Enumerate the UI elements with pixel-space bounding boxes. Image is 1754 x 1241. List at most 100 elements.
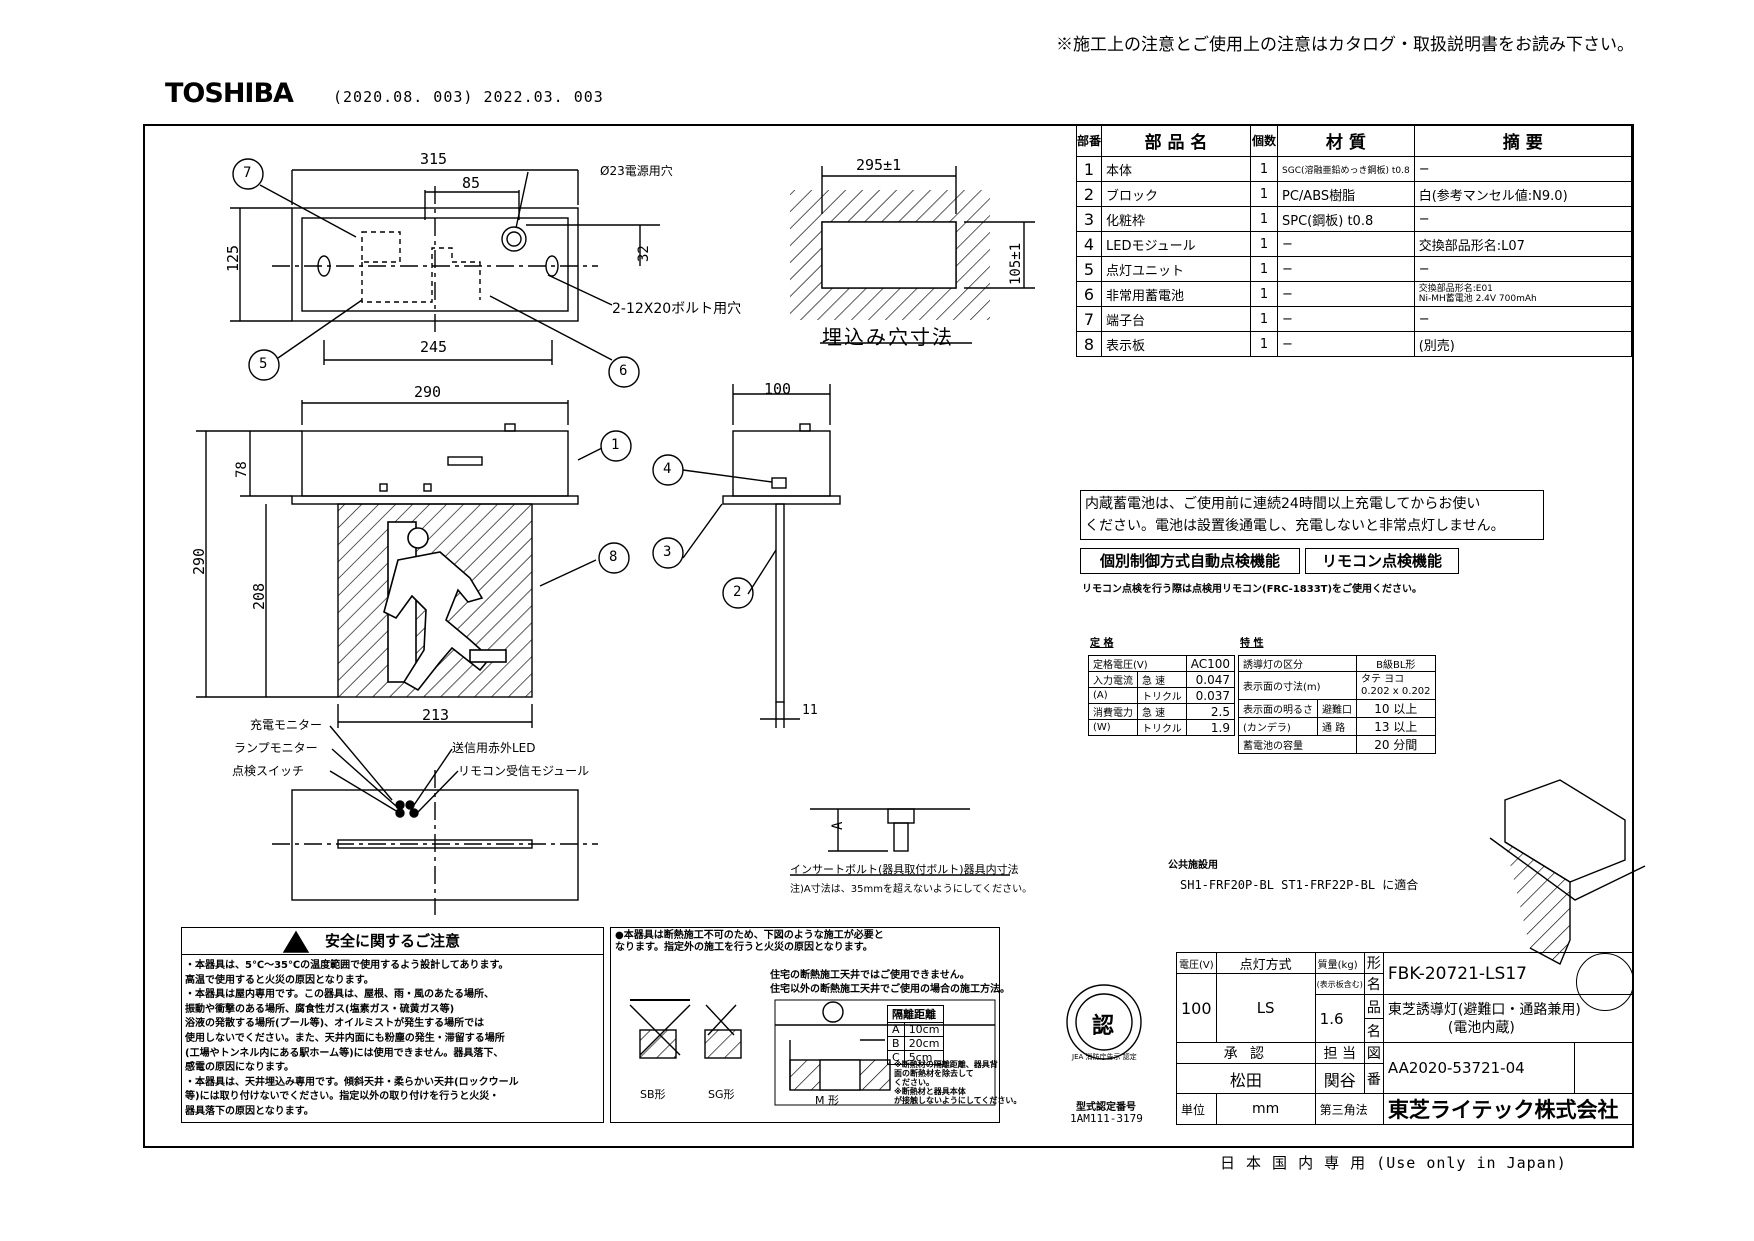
badge-auto-check: 個別制御方式自動点検機能 <box>1080 548 1300 574</box>
label-lamp-monitor: ランプモニター <box>234 741 318 755</box>
tb-mass-header: 質量(kg) <box>1314 952 1365 974</box>
label-charge-monitor: 充電モニター <box>250 718 323 732</box>
insulation-sb: SB形 <box>640 1088 666 1101</box>
callout-4: 4 <box>663 461 672 477</box>
insulation-sg: SG形 <box>708 1088 735 1101</box>
dim-cutout-height: 105±1 <box>1008 242 1024 285</box>
table-row: 定格電圧(V)AC100 <box>1088 655 1235 672</box>
tb-product: 東芝誘導灯(避難口・通路兼用) (電池内蔵) <box>1382 994 1635 1043</box>
tb-name-key: 名 <box>1363 973 1384 995</box>
dim-top-height: 125 <box>224 244 242 272</box>
rating-title: 定 格 <box>1090 638 1114 649</box>
tb-charger: 関谷 <box>1314 1063 1365 1094</box>
badge-remote-check: リモコン点検機能 <box>1305 548 1459 574</box>
dim-side-width: 100 <box>764 380 792 398</box>
cert-ring: JEA 消防庁告示 認定 <box>1072 1053 1137 1061</box>
parts-header-material: 材 質 <box>1277 124 1415 157</box>
tb-charge-label: 担 当 <box>1314 1042 1365 1064</box>
characteristics-title: 特 性 <box>1240 638 1264 649</box>
tb-company: 東芝ライテック株式会社 <box>1382 1093 1635 1125</box>
label-check-switch: 点検スイッチ <box>232 764 305 778</box>
revision-dates: (2020.08. 003) 2022.03. 003 <box>333 88 604 106</box>
dim-depth: 78 <box>234 461 250 478</box>
tb-corner-circle <box>1576 953 1634 1011</box>
tb-drawing-key: 図 <box>1363 1042 1384 1064</box>
callout-1: 1 <box>611 437 620 453</box>
insulation-box: ●本器具は断熱施工不可のため、下図のような施工が必要と なります。指定外の施工を… <box>610 927 1000 1123</box>
tb-unit: mm <box>1215 1093 1316 1125</box>
tb-projection: 第三角法 <box>1314 1093 1384 1125</box>
dim-cutout-width: 295±1 <box>856 156 902 174</box>
parts-header-name: 部 品 名 <box>1101 124 1252 157</box>
public-spec-label: 公共施設用 <box>1168 860 1218 871</box>
label-insert-bolt: インサートボルト(器具取付ボルト)器具内寸法 <box>790 863 1019 876</box>
dim-top-width: 315 <box>420 150 448 168</box>
drawing-frame <box>143 124 1634 1148</box>
insulation-house1: 住宅の断熱施工天井ではご使用できません。 <box>770 970 970 981</box>
callout-3: 3 <box>663 544 672 560</box>
callout-7: 7 <box>243 165 252 181</box>
cert-type-no: 1AM111-3179 <box>1070 1112 1143 1125</box>
parts-header-no: 部番 <box>1075 124 1103 157</box>
callout-5: 5 <box>259 356 268 372</box>
tb-product-key: 品 <box>1363 994 1384 1019</box>
tb-voltage: 100 <box>1176 973 1217 1043</box>
tb-no-key: 番 <box>1363 1063 1384 1094</box>
parts-header-qty: 個数 <box>1250 124 1279 157</box>
callout-8: 8 <box>609 549 618 565</box>
dim-offset-32: 32 <box>636 245 652 262</box>
remote-note: リモコン点検を行う際は点検用リモコン(FRC-1833T)をご使用ください。 <box>1082 584 1423 595</box>
tb-approver: 松田 <box>1176 1063 1316 1094</box>
label-remote-receiver: リモコン受信モジュール <box>458 764 590 778</box>
insulation-m: M 形 <box>815 1094 839 1107</box>
tb-name2-key: 名 <box>1363 1018 1384 1043</box>
cert-mark: 認 <box>1092 1014 1115 1039</box>
tb-method: LS <box>1215 973 1316 1043</box>
japan-only-note: 日 本 国 内 専 用 (Use only in Japan) <box>1220 1154 1567 1172</box>
dim-bottom-span: 245 <box>420 338 448 356</box>
cutout-label: 埋込み穴寸法 <box>822 325 954 349</box>
tb-unit-label: 単位 <box>1176 1093 1217 1125</box>
tb-approve-label: 承 認 <box>1176 1042 1316 1064</box>
note-a-dimension: 注)A寸法は、35mmを超えないようにしてください。 <box>790 884 1033 895</box>
dim-overall-height: 290 <box>190 547 208 575</box>
dim-top-inner: 85 <box>462 174 481 192</box>
tb-drawing-no: AA2020-53721-04 <box>1382 1042 1576 1094</box>
dim-panel-height: 208 <box>250 582 268 610</box>
dim-front-width: 290 <box>414 383 442 401</box>
dim-side-thickness: 11 <box>802 703 818 718</box>
insulation-notes: ※断熱材の隔離距離、器具背 面の断熱材を除去して ください。 ※断熱材と器具本体… <box>894 1060 1022 1105</box>
insulation-house2: 住宅以外の断熱施工天井でご使用の場合の施工方法。 <box>770 984 1010 995</box>
dim-a: A <box>830 821 846 830</box>
title-block: 電圧(V) 点灯方式 質量(kg) 形 FBK-20721-LS17 100 L… <box>1176 952 1635 1125</box>
dim-power-hole: Ø23電源用穴 <box>600 164 673 178</box>
public-spec-models: SH1-FRF20P-BL ST1-FRF22P-BL に適合 <box>1180 878 1419 892</box>
toshiba-logo: TOSHIBA <box>165 78 294 109</box>
label-ir-led: 送信用赤外LED <box>452 741 536 755</box>
dim-panel-width: 213 <box>422 706 450 724</box>
safety-text: ・本器具は、5℃〜35℃の温度範囲で使用するよう設計してあります。 高温で使用す… <box>185 960 519 1117</box>
